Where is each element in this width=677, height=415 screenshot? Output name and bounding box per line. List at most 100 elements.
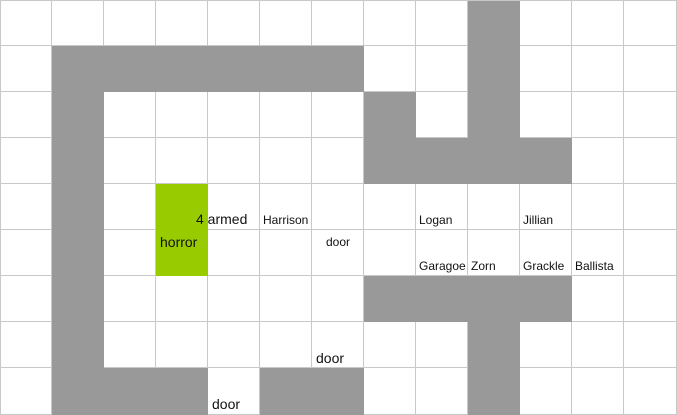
floor-tile[interactable] (312, 92, 364, 138)
monster-token-tile[interactable] (156, 184, 208, 230)
floor-tile[interactable] (208, 138, 260, 184)
floor-tile[interactable] (364, 322, 416, 368)
floor-tile[interactable] (416, 92, 468, 138)
character-label-garagoe[interactable]: Garagoe (419, 259, 466, 273)
character-label-zorn[interactable]: Zorn (471, 259, 496, 273)
floor-tile[interactable] (468, 230, 520, 276)
floor-tile[interactable] (104, 184, 156, 230)
floor-tile[interactable] (624, 322, 677, 368)
character-label-grackle[interactable]: Grackle (523, 259, 565, 273)
floor-tile[interactable] (520, 0, 572, 46)
floor-tile[interactable] (624, 138, 677, 184)
floor-tile[interactable] (416, 230, 468, 276)
floor-tile[interactable] (208, 184, 260, 230)
floor-tile[interactable] (624, 46, 677, 92)
floor-tile[interactable] (572, 46, 624, 92)
floor-tile[interactable] (312, 276, 364, 322)
floor-tile[interactable] (364, 0, 416, 46)
floor-tile[interactable] (0, 230, 52, 276)
floor-tile[interactable] (260, 0, 312, 46)
floor-tile[interactable] (208, 276, 260, 322)
floor-tile[interactable] (520, 46, 572, 92)
floor-tile[interactable] (624, 230, 677, 276)
floor-tile[interactable] (156, 322, 208, 368)
door-label-center[interactable]: door (326, 235, 351, 249)
floor-tile[interactable] (156, 138, 208, 184)
floor-tile[interactable] (312, 322, 364, 368)
floor-tile[interactable] (520, 368, 572, 415)
floor-tile[interactable] (520, 322, 572, 368)
character-label-ballista[interactable]: Ballista (575, 259, 614, 273)
door-label-lower[interactable]: door (316, 350, 345, 366)
floor-tile[interactable] (468, 184, 520, 230)
floor-tile[interactable] (624, 276, 677, 322)
character-label-logan[interactable]: Logan (419, 213, 453, 227)
wall-tile (468, 138, 520, 184)
floor-tile[interactable] (520, 230, 572, 276)
floor-tile[interactable] (156, 92, 208, 138)
floor-tile[interactable] (312, 184, 364, 230)
monster-token-tile[interactable] (156, 230, 208, 276)
wall-tile (312, 46, 364, 92)
floor-tile[interactable] (104, 0, 156, 46)
floor-tile[interactable] (416, 46, 468, 92)
floor-tile[interactable] (104, 230, 156, 276)
floor-tile[interactable] (260, 184, 312, 230)
floor-tile[interactable] (104, 138, 156, 184)
floor-tile[interactable] (572, 92, 624, 138)
floor-tile[interactable] (52, 0, 104, 46)
floor-tile[interactable] (364, 230, 416, 276)
floor-tile[interactable] (624, 368, 677, 415)
floor-tile[interactable] (572, 184, 624, 230)
floor-tile[interactable] (416, 184, 468, 230)
floor-tile[interactable] (104, 322, 156, 368)
floor-tile[interactable] (520, 92, 572, 138)
floor-tile[interactable] (624, 92, 677, 138)
floor-tile[interactable] (0, 368, 52, 415)
floor-tile[interactable] (0, 322, 52, 368)
floor-tile[interactable] (312, 138, 364, 184)
floor-tile[interactable] (208, 0, 260, 46)
wall-tile (364, 276, 416, 322)
floor-tile[interactable] (260, 138, 312, 184)
character-label-harrison[interactable]: Harrison (263, 213, 309, 227)
floor-tile[interactable] (208, 92, 260, 138)
floor-tile[interactable] (312, 0, 364, 46)
floor-tile[interactable] (364, 46, 416, 92)
floor-tile[interactable] (0, 0, 52, 46)
floor-tile[interactable] (0, 276, 52, 322)
floor-tile[interactable] (572, 230, 624, 276)
floor-tile[interactable] (572, 368, 624, 415)
floor-tile[interactable] (572, 138, 624, 184)
character-label-jillian[interactable]: Jillian (523, 213, 554, 227)
door-label-bottom[interactable]: door (212, 396, 241, 412)
floor-tile[interactable] (624, 184, 677, 230)
floor-tile[interactable] (208, 322, 260, 368)
floor-tile[interactable] (572, 322, 624, 368)
floor-tile[interactable] (0, 46, 52, 92)
floor-tile[interactable] (0, 184, 52, 230)
floor-tile[interactable] (416, 322, 468, 368)
floor-tile[interactable] (260, 276, 312, 322)
floor-tile[interactable] (312, 230, 364, 276)
floor-tile[interactable] (156, 0, 208, 46)
floor-tile[interactable] (572, 276, 624, 322)
floor-tile[interactable] (572, 0, 624, 46)
floor-tile[interactable] (104, 276, 156, 322)
floor-tile[interactable] (416, 368, 468, 415)
floor-tile[interactable] (208, 230, 260, 276)
floor-tile[interactable] (416, 0, 468, 46)
floor-tile[interactable] (260, 92, 312, 138)
floor-tile[interactable] (104, 92, 156, 138)
floor-tile[interactable] (624, 0, 677, 46)
floor-tile[interactable] (260, 230, 312, 276)
floor-tile[interactable] (0, 92, 52, 138)
floor-tile[interactable] (260, 322, 312, 368)
wall-tile (52, 46, 104, 92)
floor-tile[interactable] (0, 138, 52, 184)
floor-tile[interactable] (156, 276, 208, 322)
floor-tile[interactable] (364, 368, 416, 415)
wall-tile (468, 0, 520, 46)
floor-tile[interactable] (520, 184, 572, 230)
floor-tile[interactable] (364, 184, 416, 230)
